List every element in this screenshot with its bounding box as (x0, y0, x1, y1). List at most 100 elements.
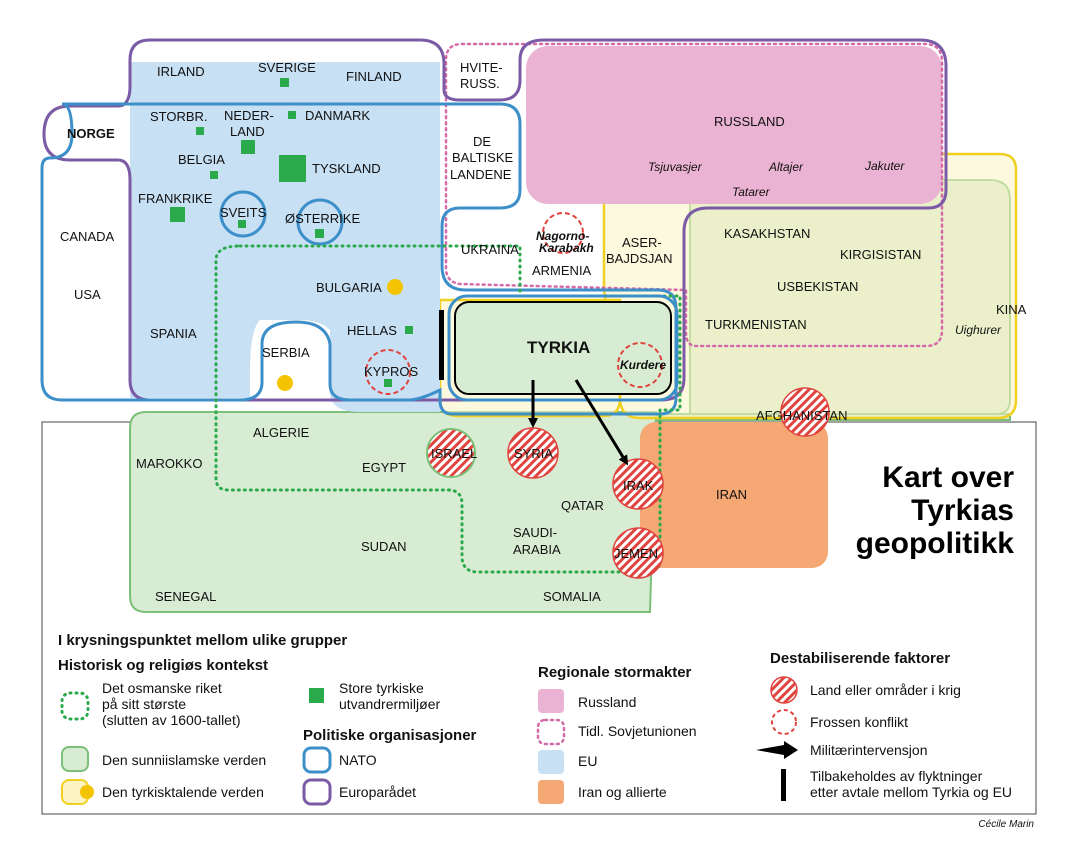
label-russland: RUSSLAND (714, 114, 785, 129)
label-finland: FINLAND (346, 69, 402, 84)
diaspora-marker-storbr (196, 127, 204, 135)
diaspora-marker-danmark (288, 111, 296, 119)
refugee-bar-marker (439, 310, 444, 380)
label-baltiske-1: DE (473, 134, 491, 149)
label-tyskland: TYSKLAND (312, 161, 381, 176)
russia-region (526, 46, 942, 204)
turkic-dot-serbia (277, 375, 293, 391)
label-bulgaria: BULGARIA (316, 280, 382, 295)
legend-heading: I krysningspunktet mellom ulike grupper (58, 632, 347, 649)
legend-eu: EU (578, 753, 597, 769)
legend-diaspora-2: utvandrermiljøer (339, 696, 440, 712)
label-nagorno-1: Nagorno- (536, 229, 589, 243)
label-altajer: Altajer (768, 160, 804, 174)
label-norge: NORGE (67, 126, 115, 141)
label-serbia: SERBIA (262, 345, 310, 360)
jemen-war-circle (612, 527, 664, 579)
turkey-box (454, 301, 672, 395)
legend-nato: NATO (339, 752, 377, 768)
label-uighurer: Uighurer (955, 323, 1002, 337)
label-usa: USA (74, 287, 101, 302)
label-turkmenistan: TURKMENISTAN (705, 317, 807, 332)
label-sverige: SVERIGE (258, 60, 316, 75)
title-line-1: Kart over (882, 461, 1014, 494)
legend-ottoman-3: (slutten av 1600-tallet) (102, 712, 241, 728)
nato-switzerland-ring (219, 190, 267, 238)
legend-swatch-soviet (536, 718, 566, 746)
legend-frozen: Frossen konflikt (810, 714, 908, 730)
credit: Cécile Marin (978, 819, 1034, 830)
label-nederland-2: LAND (230, 124, 265, 139)
eu-region (130, 62, 440, 412)
diaspora-marker-sveits (238, 220, 246, 228)
diaspora-marker-kypros (384, 379, 392, 387)
diaspora-marker-tyskland (279, 155, 306, 182)
label-usbekistan: USBEKISTAN (777, 279, 858, 294)
label-qatar: QATAR (561, 498, 604, 513)
legend-sunni: Den sunniislamske verden (102, 752, 266, 768)
legend-swatch-ottoman (60, 691, 90, 721)
kurdere-frozen-circle (617, 342, 663, 388)
label-aser-2: BAJDSJAN (606, 251, 672, 266)
label-osterrike: ØSTERRIKE (285, 211, 360, 226)
irak-war-circle (612, 458, 664, 510)
legend-war: Land eller områder i krig (810, 682, 961, 698)
diaspora-marker-osterrike (315, 229, 324, 238)
legend-swatch-war (770, 676, 798, 704)
nato-austria-ring (296, 198, 344, 246)
legend-swatch-military-arrow (756, 741, 798, 759)
legend-ottoman-2: på sitt største (102, 696, 186, 712)
label-kirgisistan: KIRGISISTAN (840, 247, 921, 262)
legend-refugees-2: etter avtale mellom Tyrkia og EU (810, 784, 1012, 800)
label-hellas: HELLAS (347, 323, 397, 338)
label-sveits: SVEITS (220, 205, 267, 220)
label-storbr: STORBR. (150, 109, 208, 124)
legend-swatch-frozen (771, 709, 797, 735)
legend-iran-allies: Iran og allierte (578, 784, 667, 800)
label-kasakhstan: KASAKHSTAN (724, 226, 810, 241)
legend-refugees-1: Tilbakeholdes av flyktninger (810, 768, 983, 784)
title-line-3: geopolitikk (856, 527, 1015, 560)
label-sudan: SUDAN (361, 539, 407, 554)
legend-swatch-sunni (61, 746, 89, 772)
legend: I krysningspunktet mellom ulike grupper … (58, 632, 1012, 806)
legend-turkic-dot (80, 785, 94, 799)
council-of-europe-region (42, 38, 948, 402)
diaspora-marker-hellas (405, 326, 413, 334)
label-aser-1: ASER- (622, 235, 662, 250)
label-jakuter: Jakuter (864, 159, 905, 173)
legend-regional-heading: Regionale stormakter (538, 664, 692, 681)
legend-swatch-iran (538, 780, 564, 804)
label-danmark: DANMARK (305, 108, 370, 123)
legend-turkic: Den tyrkisktalende verden (102, 784, 264, 800)
diaspora-marker-nederland (241, 140, 255, 154)
legend-political-heading: Politiske organisasjoner (303, 727, 477, 744)
label-tyrkia: TYRKIA (527, 338, 590, 357)
syria-war-circle (507, 427, 559, 479)
legend-swatch-diaspora (309, 688, 324, 703)
label-spania: SPANIA (150, 326, 197, 341)
diaspora-marker-sverige (280, 78, 289, 87)
label-belgia: BELGIA (178, 152, 225, 167)
intervention-arrow-irak (574, 379, 629, 466)
label-afghanistan: AFGHANISTAN (756, 408, 848, 423)
label-tatarer: Tatarer (732, 185, 771, 199)
kypros-frozen-circle (365, 349, 411, 395)
label-baltiske-2: BALTISKE (452, 150, 514, 165)
legend-ottoman-1: Det osmanske riket (102, 680, 222, 696)
legend-swatch-eu (538, 750, 564, 774)
label-syria: SYRIA (514, 446, 553, 461)
legend-military: Militærintervensjon (810, 742, 927, 758)
label-frankrike: FRANKRIKE (138, 191, 213, 206)
label-saudi-1: SAUDI- (513, 525, 557, 540)
nagorno-karabakh-frozen-circle (542, 212, 584, 254)
legend-council: Europarådet (339, 784, 416, 800)
label-marokko: MAROKKO (136, 456, 202, 471)
label-canada: CANADA (60, 229, 115, 244)
label-jemen: JEMEN (614, 546, 658, 561)
legend-swatch-russia (538, 689, 564, 713)
label-ukraina: UKRAINA (461, 242, 519, 257)
label-iran: IRAN (716, 487, 747, 502)
label-irak: IRAK (623, 478, 654, 493)
label-nederland-1: NEDER- (224, 108, 274, 123)
